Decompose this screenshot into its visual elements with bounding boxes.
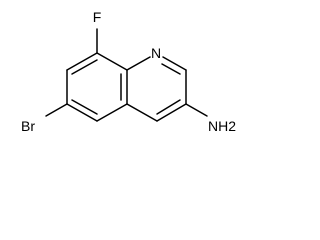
bond-n1-c2 — [162, 56, 187, 71]
fluorine-label: F — [93, 9, 102, 25]
bond-c6-br — [45, 103, 68, 117]
amine-label: NH2 — [208, 118, 236, 134]
bond-c3-n — [185, 103, 208, 117]
bond-c6-c5 — [66, 103, 98, 122]
bond-c8-c7 — [66, 52, 98, 71]
double-bond-c6-c5 — [71, 99, 98, 115]
bromine-label: Br — [21, 118, 35, 134]
structure-drawing: F N Br NH2 — [21, 9, 236, 134]
bond-c4-c4a — [126, 103, 158, 122]
double-bond-c8-c7 — [71, 59, 98, 75]
molecule-diagram: F N Br NH2 — [0, 0, 246, 140]
bond-c5-c4a — [96, 103, 128, 122]
nitrogen-label: N — [151, 45, 161, 61]
double-bond-c3-c4 — [156, 99, 181, 115]
bond-c3-c4 — [156, 103, 187, 122]
bond-c8a-c8 — [96, 52, 128, 71]
double-bond-n1-c2 — [161, 63, 181, 75]
bond-c8a-n1 — [126, 56, 151, 71]
